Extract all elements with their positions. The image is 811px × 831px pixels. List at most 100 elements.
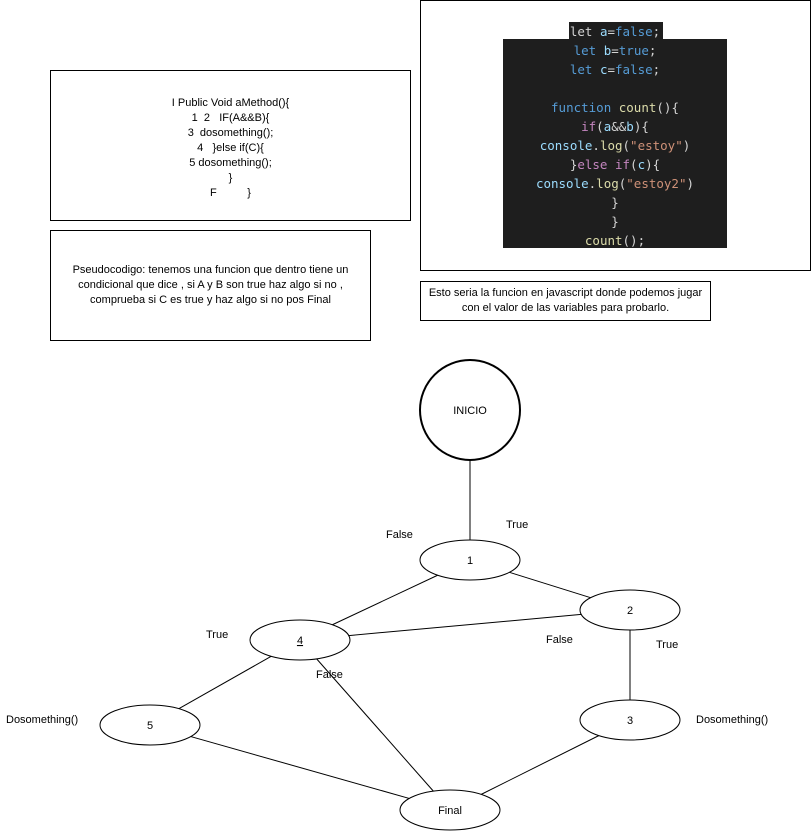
node-inicio: INICIO [419,359,521,461]
code-token: } [611,195,619,210]
node-shape [579,699,681,741]
node-label: 2 [627,605,633,617]
code-token: c [637,157,646,172]
description-box: Pseudocodigo: tenemos una funcion que de… [50,230,371,341]
code-token: ; [648,43,657,58]
label-true-1: True [506,519,528,531]
label-dosomething-5: Dosomething() [6,714,78,726]
code-token: b [603,43,612,58]
code-token: count [618,100,657,115]
edge-n5-final [190,736,410,799]
note-box: Esto seria la funcion en javascript dond… [420,281,711,321]
label-false-2: False [546,634,573,646]
code-line: console.log("estoy") [503,136,727,155]
code-token: ( [630,157,638,172]
code-token: let [573,43,604,58]
code-token: count [584,233,623,248]
pseudocode-line: 3 dosomething(); [187,127,274,139]
pseudocode-line: 5 dosomething(); [189,157,272,169]
code-token: a [603,119,612,134]
pseudocode-line: } [228,172,233,184]
pseudocode-line: 1 2 IF(A&&B){ [191,112,270,124]
node-shape [249,619,351,661]
code-line: function count(){ [503,98,727,117]
code-token: ( [618,176,627,191]
graph-edges [178,460,631,799]
code-token: b [626,119,634,134]
code-line: } [503,212,727,231]
code-token: if [581,119,597,134]
code-token: } [569,157,578,172]
code-line: if(a&&b){ [503,117,727,136]
node-label: 1 [467,555,473,567]
code-token: ){ [633,119,649,134]
edge-n4-final [316,658,434,792]
code-token: . [592,138,600,153]
code-token: false [615,62,653,77]
node-label: 5 [147,720,153,732]
edge-n1-n4 [332,574,438,626]
code-token: } [611,214,619,229]
code-token: = [607,24,615,39]
code-token: function [551,100,619,115]
code-token: console [539,138,593,153]
description-text: Pseudocodigo: tenemos una funcion que de… [72,264,349,306]
code-panel [503,39,727,248]
code-token: && [611,119,627,134]
code-line: }else if(c){ [503,155,727,174]
code-token: (){ [656,100,679,115]
node-final: Final [399,789,501,831]
node-label: 3 [627,715,633,727]
code-token: = [607,62,615,77]
code-line: let a=false; [503,22,727,41]
code-token: ) [686,176,695,191]
code-token: false [615,24,653,39]
edge-n4-n5 [178,655,272,710]
code-line: count(); [503,231,727,250]
node-shape [99,704,201,746]
pseudocode-line: F } [210,187,251,199]
label-false-1: False [386,529,413,541]
code-line: } [503,193,727,212]
node-n5: 5 [99,704,201,746]
code-token: if [614,157,631,172]
pseudocode-box: I Public Void aMethod(){ 1 2 IF(A&&B){ 3… [50,70,411,221]
code-token: "estoy2" [626,176,687,191]
code-line: let b=true; [503,41,727,60]
code-token: log [596,176,619,191]
code-token: = [611,43,619,58]
code-token: . [588,176,597,191]
label-true-4: True [206,629,228,641]
code-token: true [618,43,649,58]
node-label: INICIO [453,405,487,417]
code-token: let [569,62,600,77]
code-highlight [569,22,663,40]
code-token: "estoy" [630,138,683,153]
edge-n1-n2 [509,571,591,599]
code-token: ( [622,138,631,153]
node-n1: 1 [419,539,521,581]
code-token: ( [596,119,604,134]
node-label: Final [438,805,462,817]
code-token: console [535,176,589,191]
node-label: 4 [297,635,303,647]
code-token: ){ [645,157,661,172]
node-n3: 3 [579,699,681,741]
label-dosomething-3: Dosomething() [696,714,768,726]
node-shape [419,359,521,461]
edge-n2-n4 [348,613,582,637]
node-n2: 2 [579,589,681,631]
code-box: let a=false;let b=true;let c=false; func… [420,0,811,271]
pseudocode-lines: I Public Void aMethod(){ 1 2 IF(A&&B){ 3… [51,96,410,201]
node-shape [419,539,521,581]
pseudocode-line: I Public Void aMethod(){ [171,97,290,109]
edge-n3-final [481,735,599,795]
label-false-4: False [316,669,343,681]
note-text: Esto seria la funcion en javascript dond… [428,287,703,314]
code-token: (); [622,233,646,248]
code-token: ; [652,24,661,39]
code-token: log [599,138,623,153]
code-token: ; [652,62,661,77]
